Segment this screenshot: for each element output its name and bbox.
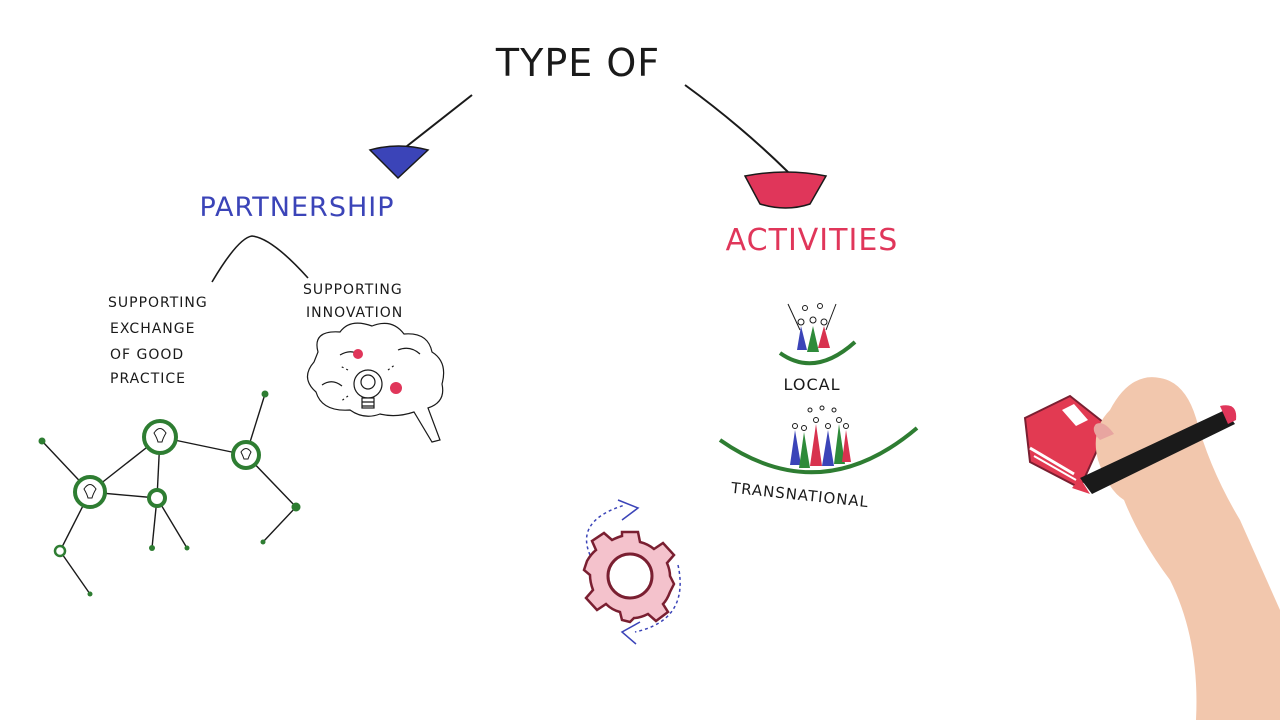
- activities-funnel-icon: [743, 171, 828, 209]
- partnership-funnel-icon: [368, 145, 430, 180]
- exchange-line-2: EXCHANGE: [110, 321, 195, 337]
- connector-title-partnership: [401, 94, 473, 151]
- activities-label: ACTIVITIES: [726, 223, 899, 258]
- supporting-innovation-label: SUPPORTING INNOVATION: [303, 282, 403, 321]
- exchange-good-practice-label: SUPPORTING EXCHANGE OF GOOD PRACTICE: [108, 295, 208, 387]
- gear-cycle-icon: [582, 499, 681, 645]
- innovation-line-2: INNOVATION: [306, 305, 403, 321]
- partnership-label: PARTNERSHIP: [199, 192, 394, 223]
- book-icon: [1023, 394, 1110, 490]
- transnational-label: TRANSNATIONAL: [729, 479, 870, 511]
- network-icon: [38, 390, 301, 597]
- local-people-group-icon: [778, 303, 857, 366]
- innovation-line-1: SUPPORTING: [303, 282, 403, 298]
- hand-with-marker-icon: [1072, 377, 1280, 720]
- local-label: LOCAL: [784, 375, 841, 394]
- partnership-branch-lines: [211, 235, 309, 283]
- transnational-people-group-icon: [718, 405, 919, 475]
- brain-lightbulb-icon: [306, 322, 445, 443]
- exchange-line-1: SUPPORTING: [108, 295, 208, 311]
- diagram-title: TYPE OF: [495, 41, 660, 85]
- exchange-line-3: OF GOOD: [110, 347, 184, 363]
- exchange-line-4: PRACTICE: [110, 371, 186, 387]
- connector-title-activities: [684, 84, 789, 173]
